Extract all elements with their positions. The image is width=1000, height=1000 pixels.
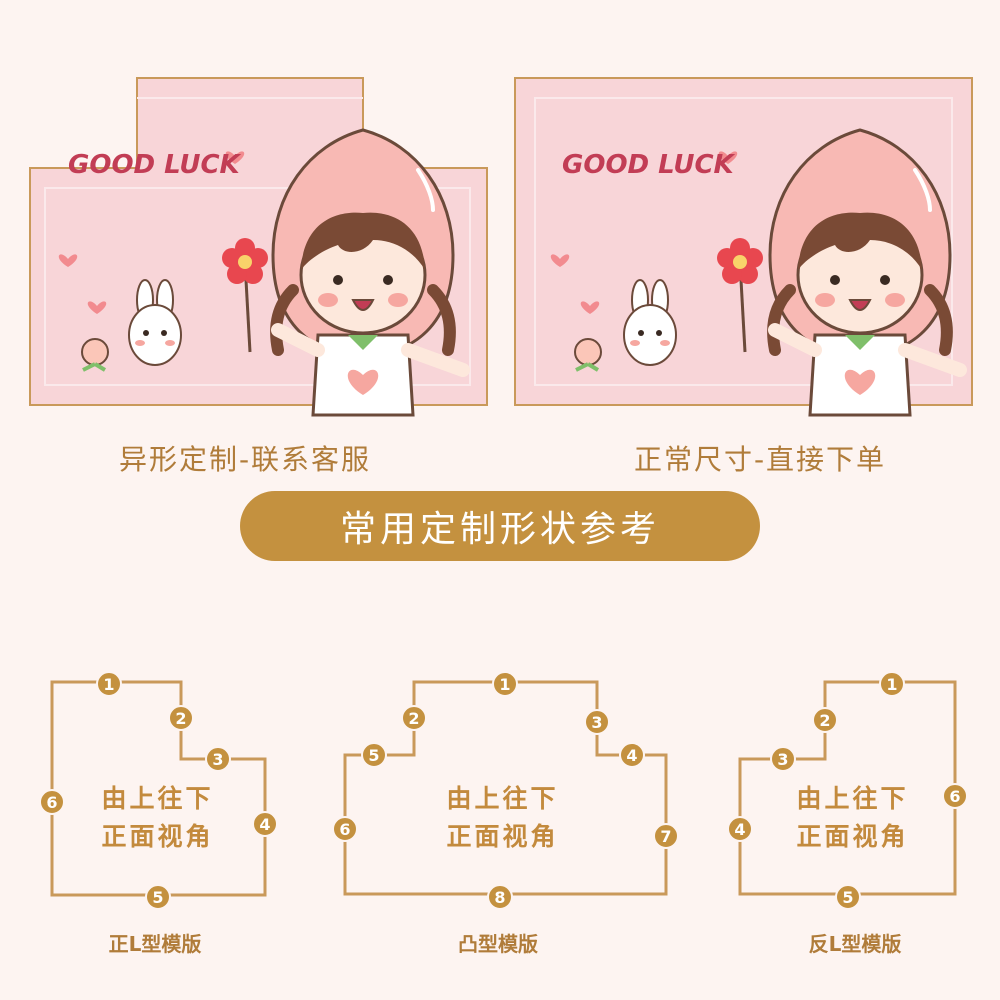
marker-3-4: 4 [727, 816, 753, 842]
template-3-line1: 由上往下 [796, 784, 909, 813]
marker-2-1: 1 [492, 671, 518, 697]
svg-text:7: 7 [660, 827, 671, 846]
marker-2-3: 3 [584, 709, 610, 735]
svg-text:5: 5 [152, 888, 163, 907]
svg-text:2: 2 [175, 709, 186, 728]
marker-3-6: 6 [942, 783, 968, 809]
template-2-text: 由上往下 正面视角 [400, 780, 605, 856]
svg-text:2: 2 [819, 711, 830, 730]
svg-text:6: 6 [46, 793, 57, 812]
marker-3-1: 1 [879, 671, 905, 697]
template-3-line2: 正面视角 [796, 822, 909, 851]
left-custom-shape-panel [29, 77, 488, 415]
template-2-line1: 由上往下 [446, 784, 559, 813]
svg-text:1: 1 [886, 675, 897, 694]
marker-2-5: 5 [361, 742, 387, 768]
marker-2-2: 2 [401, 705, 427, 731]
template-2-line2: 正面视角 [446, 822, 559, 851]
right-caption: 正常尺寸-直接下单 [633, 443, 887, 476]
marker-3-3: 3 [770, 746, 796, 772]
svg-text:4: 4 [626, 746, 637, 765]
svg-text:5: 5 [842, 888, 853, 907]
marker-2-6: 6 [332, 816, 358, 842]
svg-text:5: 5 [368, 746, 379, 765]
right-banner-text: GOOD LUCK [562, 150, 734, 180]
svg-text:6: 6 [949, 787, 960, 806]
illustration-panels [29, 77, 973, 420]
marker-1-1: 1 [96, 671, 122, 697]
svg-text:8: 8 [494, 888, 505, 907]
svg-text:3: 3 [777, 750, 788, 769]
template-3-text: 由上往下 正面视角 [755, 780, 950, 856]
template-3-label: 反L型模版 [808, 932, 902, 956]
left-banner-text: GOOD LUCK [68, 150, 240, 180]
marker-1-4: 4 [252, 811, 278, 837]
marker-1-6: 6 [39, 789, 65, 815]
marker-1-3: 3 [205, 746, 231, 772]
svg-text:3: 3 [591, 713, 602, 732]
right-standard-panel [514, 77, 973, 415]
svg-text:1: 1 [499, 675, 510, 694]
reverse-l-shape-outline [738, 680, 957, 896]
template-1-label: 正L型模版 [108, 932, 202, 956]
left-caption: 异形定制-联系客服 [118, 443, 372, 476]
svg-text:4: 4 [734, 820, 745, 839]
marker-1-5: 5 [145, 884, 171, 910]
template-outlines: 1 2 3 4 5 6 1 2 3 4 5 6 7 8 1 2 3 4 5 6 [39, 671, 968, 910]
section-title: 常用定制形状参考 [240, 491, 760, 561]
l-shape-outline [50, 680, 267, 897]
svg-text:3: 3 [212, 750, 223, 769]
svg-text:6: 6 [339, 820, 350, 839]
marker-1-2: 2 [168, 705, 194, 731]
svg-text:1: 1 [103, 675, 114, 694]
marker-2-4: 4 [619, 742, 645, 768]
marker-2-7: 7 [653, 823, 679, 849]
template-1-line1: 由上往下 [101, 784, 214, 813]
svg-text:2: 2 [408, 709, 419, 728]
svg-text:4: 4 [259, 815, 270, 834]
marker-3-2: 2 [812, 707, 838, 733]
template-2-label: 凸型模版 [458, 932, 538, 956]
marker-3-5: 5 [835, 884, 861, 910]
marker-2-8: 8 [487, 884, 513, 910]
template-1-text: 由上往下 正面视角 [60, 780, 255, 856]
convex-shape-outline [343, 680, 668, 896]
template-1-line2: 正面视角 [101, 822, 214, 851]
